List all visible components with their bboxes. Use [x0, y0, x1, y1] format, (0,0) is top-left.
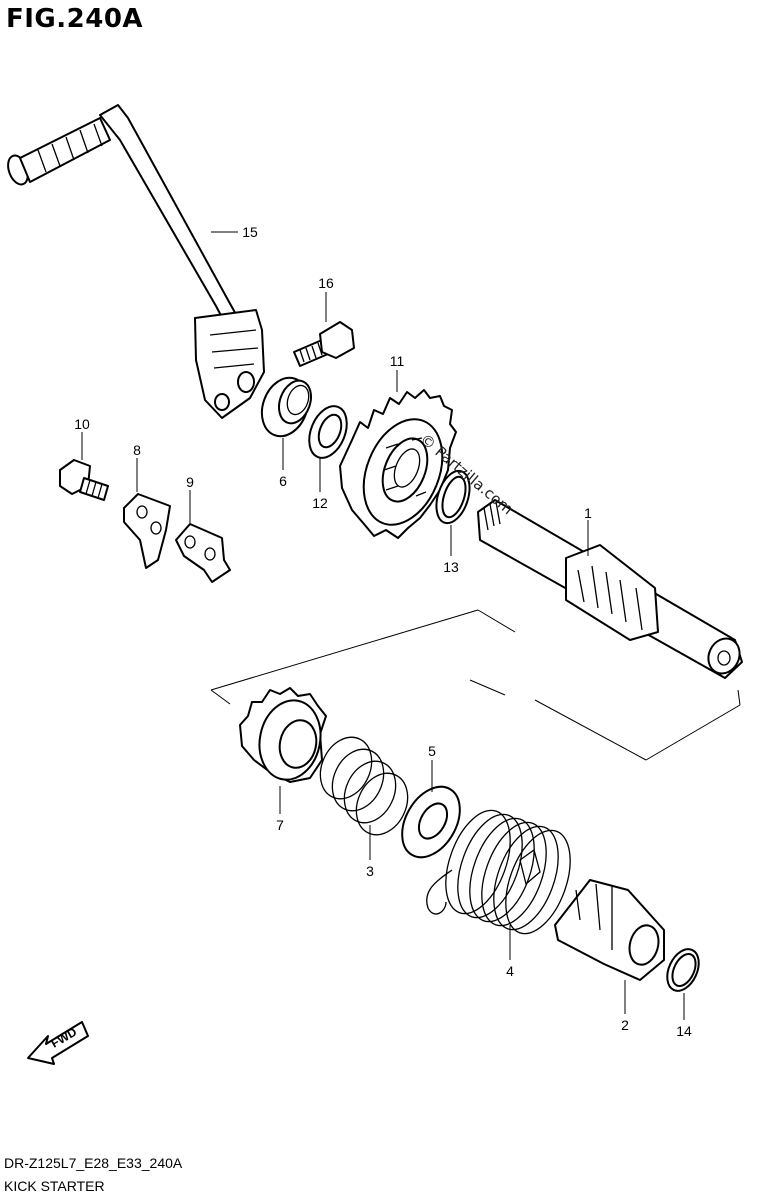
- figure-name: KICK STARTER: [4, 1178, 105, 1194]
- callout-6: 6: [279, 473, 287, 489]
- callout-8: 8: [133, 442, 141, 458]
- callout-15: 15: [242, 224, 258, 240]
- return-spring-part: [426, 809, 571, 935]
- callout-12: 12: [312, 495, 328, 511]
- callout-4: 4: [506, 963, 514, 979]
- washer-5-part: [401, 785, 461, 859]
- callout-14: 14: [676, 1023, 692, 1039]
- callout-5: 5: [428, 743, 436, 759]
- guide-part: [554, 879, 665, 981]
- leader-lines: [81, 231, 685, 1020]
- forward-direction-arrow: FWD: [27, 1021, 89, 1065]
- callout-1: 1: [584, 505, 592, 521]
- stopper-plate-9-part: [175, 523, 231, 583]
- figure-title: FIG.240A: [6, 4, 144, 34]
- callout-2: 2: [621, 1017, 629, 1033]
- kick-lever-part: [7, 104, 265, 419]
- spring-3-part: [319, 736, 409, 836]
- callout-7: 7: [276, 817, 284, 833]
- circlip-14-part: [666, 948, 700, 992]
- callout-13: 13: [443, 559, 459, 575]
- circlip-13-part: [435, 469, 471, 525]
- callout-3: 3: [366, 863, 374, 879]
- callout-10: 10: [74, 416, 90, 432]
- bolt-16-part: [293, 321, 355, 367]
- idle-gear-part: [339, 389, 457, 539]
- washer-12-part: [308, 405, 348, 459]
- callout-11: 11: [390, 353, 405, 369]
- bolt-10-part: [59, 459, 109, 501]
- assembly-group-outline: [210, 609, 741, 761]
- callout-numbers: 1 2 3 4 5 6 7 8 9 10 11 12 13 14 15 16: [74, 224, 692, 1039]
- callout-9: 9: [186, 474, 194, 490]
- stopper-plate-8-part: [123, 493, 171, 569]
- callout-16: 16: [318, 275, 334, 291]
- shaft-part: [477, 499, 743, 679]
- figure-code: DR-Z125L7_E28_E33_240A: [4, 1155, 183, 1171]
- ratchet-gear-part: [239, 687, 327, 783]
- oil-seal-part: [260, 376, 312, 438]
